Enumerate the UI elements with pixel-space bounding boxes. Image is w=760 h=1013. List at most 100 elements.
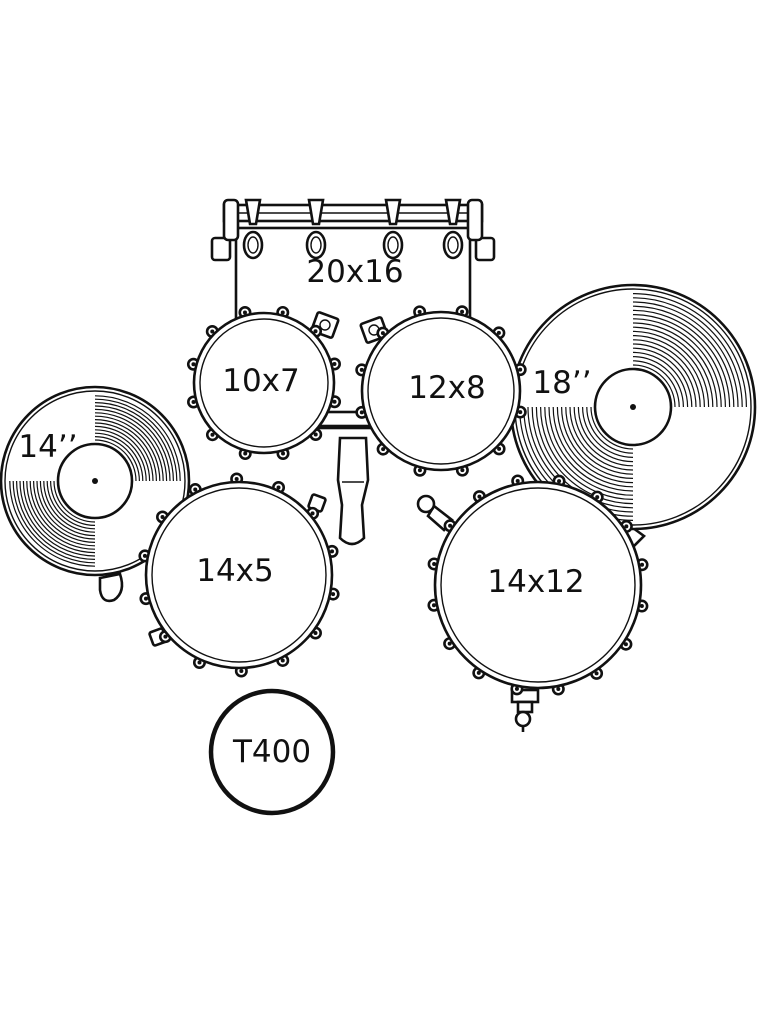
cymbal-groove [632, 351, 689, 408]
tension-lug-bolt [595, 495, 600, 500]
cymbal-groove [94, 395, 181, 482]
tension-lug-bolt [380, 331, 385, 336]
tension-rod-1 [242, 198, 264, 260]
bass-drum-label: 20x16 [306, 254, 403, 290]
cymbal-groove [632, 297, 743, 408]
cymbal-groove [632, 360, 680, 408]
cymbal-groove [582, 406, 634, 458]
cymbal-groove [12, 480, 96, 564]
cymbal-groove [94, 412, 164, 482]
tension-lug-bolt [640, 562, 645, 567]
tension-lug-bolt [242, 310, 247, 315]
tension-lug-bolt [432, 561, 437, 566]
tension-lug-bolt [477, 494, 482, 499]
tension-lug-bolt [210, 432, 215, 437]
cymbal-groove [94, 419, 157, 482]
tension-lug-bolt [191, 362, 196, 367]
tension-lug-bolt [518, 367, 523, 372]
bass-pedal [336, 436, 370, 546]
tension-lug-bolt [142, 553, 147, 558]
cymbal-groove [36, 480, 96, 540]
cymbal-groove [94, 398, 178, 482]
tension-lug-bolt [332, 399, 337, 404]
cymbal-groove [9, 480, 96, 567]
cymbal-groove [39, 480, 96, 537]
hihat-cymbal-label: 14’’ [18, 429, 77, 465]
tension-lug-bolt [280, 658, 285, 663]
cymbal-groove [552, 406, 634, 488]
cymbal-groove [94, 402, 174, 482]
cymbal-groove [632, 356, 684, 408]
tension-rod-3 [382, 198, 404, 260]
cymbal-groove [586, 406, 634, 454]
cymbal-groove [46, 480, 96, 530]
cymbal-groove [548, 406, 634, 492]
tension-lug-bolt [381, 447, 386, 452]
tension-lug-bolt [191, 400, 196, 405]
tension-rod-4 [442, 198, 464, 260]
cymbal-groove [43, 480, 96, 533]
crash-cymbal: 18’’ [509, 283, 757, 551]
cymbal-groove [632, 347, 693, 408]
cymbal-groove [94, 422, 154, 482]
hihat-cymbal: 14’’ [0, 385, 191, 603]
tension-lug-bolt [197, 660, 202, 665]
cymbal-groove [632, 309, 731, 408]
tom-12x8-label: 12x8 [408, 370, 486, 406]
floor-tom: 14x12 [416, 474, 649, 732]
cymbal-groove [632, 293, 747, 408]
cymbal-groove [53, 480, 96, 523]
tension-lug-bolt [331, 592, 336, 597]
tension-lug-bolt [594, 671, 599, 676]
tension-lug-bolt [476, 670, 481, 675]
cymbal-groove [632, 322, 718, 408]
cymbal-groove [33, 480, 96, 543]
tension-lug-bolt [496, 330, 501, 335]
tension-lug-bolt [417, 309, 422, 314]
tension-lug-bolt [313, 631, 318, 636]
cymbal-groove [94, 425, 151, 482]
cymbal-groove [94, 429, 147, 482]
tension-lug-bolt [160, 514, 165, 519]
cymbal-groove [540, 406, 634, 500]
tension-lug-bolt [193, 487, 198, 492]
cymbal-groove [26, 480, 96, 550]
drum-throne: T400 [208, 688, 336, 816]
tension-lug-bolt [460, 468, 465, 473]
tension-lug-bolt [556, 687, 561, 692]
cymbal-groove [632, 343, 697, 408]
cymbal-groove [590, 406, 634, 450]
tension-lug-bolt [313, 329, 318, 334]
tension-lug-bolt [281, 451, 286, 456]
tension-lug-bolt [210, 329, 215, 334]
tension-lug-bolt [143, 596, 148, 601]
tension-lug-bolt [280, 310, 285, 315]
cymbal-groove [573, 406, 634, 467]
tom-10x7-label: 10x7 [222, 363, 300, 399]
tension-lug-bolt [359, 410, 364, 415]
tension-lug-bolt [639, 604, 644, 609]
tension-lug-bolt [497, 446, 502, 451]
cymbal-groove [632, 305, 735, 408]
tension-lug-bolt [313, 432, 318, 437]
tension-rod-2 [305, 198, 327, 260]
cymbal-groove [632, 314, 726, 408]
tension-lug-bolt [276, 485, 281, 490]
cymbal-groove [565, 406, 634, 475]
tension-lug-bolt [557, 479, 562, 484]
cymbal-groove [632, 326, 714, 408]
tension-lug-bolt [514, 686, 519, 691]
cymbal-groove [94, 405, 171, 482]
tension-lug-bolt [234, 477, 239, 482]
cymbal-groove [16, 480, 96, 560]
tension-lug-bolt [417, 468, 422, 473]
cymbal-groove [632, 330, 710, 408]
cymbal-groove [577, 406, 634, 463]
snare-drum-label: 14x5 [196, 553, 274, 589]
cymbal-groove [632, 318, 722, 408]
throne-label: T400 [232, 734, 311, 770]
cymbal-groove [19, 480, 96, 557]
tension-lug-bolt [330, 549, 335, 554]
cymbal-groove [50, 480, 96, 526]
